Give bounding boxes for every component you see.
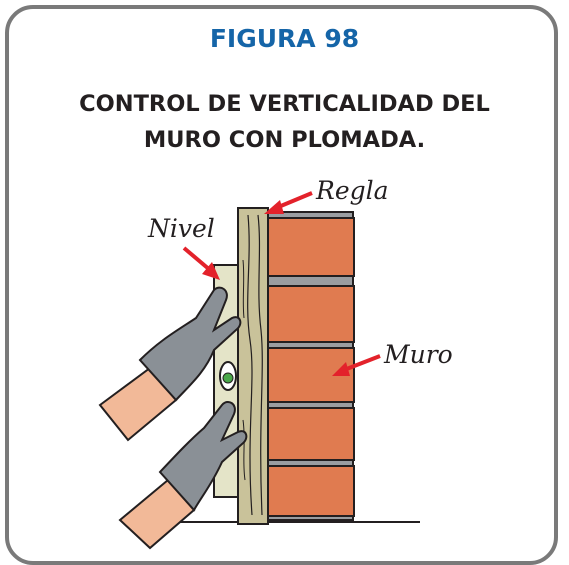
figure-title-line-1: CONTROL DE VERTICALIDAD DEL [79,91,490,117]
level-bubble [222,372,234,384]
lower-glove [158,401,248,512]
wall-plumb-illustration [98,191,420,550]
arrow-muro [332,354,381,376]
arrow-nivel [182,246,220,280]
label-nivel: Nivel [148,214,215,243]
label-regla: Regla [316,176,389,205]
brick [261,407,355,461]
upper-hand [98,286,242,442]
figure-number: FIGURA 98 [209,24,360,53]
label-muro: Muro [384,340,453,369]
wooden-straightedge [237,207,269,525]
arrow-regla [264,191,313,214]
figure-title-line-2: MURO CON PLOMADA. [143,127,426,153]
label-arrows [182,191,381,376]
brick [261,465,355,517]
brick [261,217,355,277]
brick [261,285,355,343]
lower-hand [118,401,248,550]
brick-wall [261,211,355,521]
figure-title: CONTROL DE VERTICALIDAD DEL MURO CON PLO… [0,86,569,158]
upper-glove [138,286,242,402]
